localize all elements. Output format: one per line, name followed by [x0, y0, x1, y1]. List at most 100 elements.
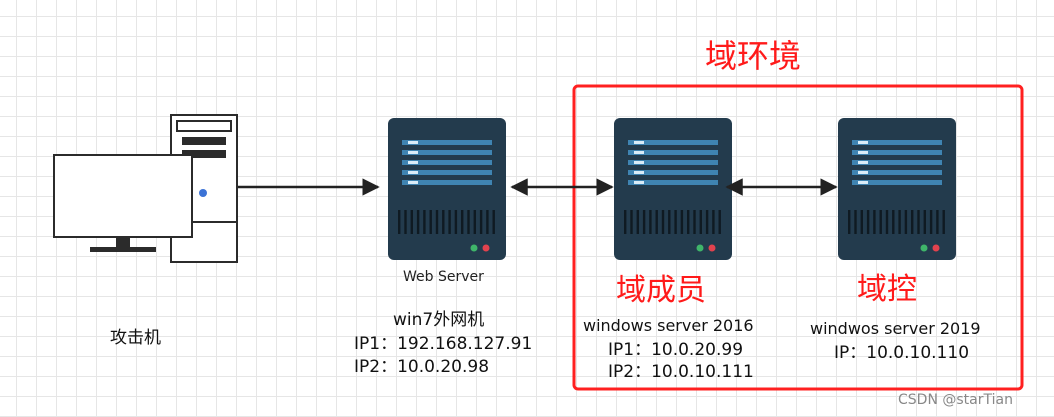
- server-vent: [911, 210, 914, 234]
- server-stripe: [628, 160, 718, 165]
- webserver-role-label: Web Server: [403, 269, 484, 285]
- server-vent: [435, 210, 439, 234]
- server-vent: [693, 210, 696, 234]
- server-vent: [668, 210, 671, 234]
- server-stripe-led: [634, 171, 644, 174]
- attacker-caption: 攻击机: [110, 328, 161, 348]
- server-stripe-led: [408, 141, 418, 144]
- server-stripe-led: [634, 141, 644, 144]
- server-vent: [410, 210, 413, 234]
- server-vent: [712, 210, 715, 234]
- server-stripe-led: [634, 151, 644, 154]
- server-vent: [492, 210, 495, 234]
- webserver-ip1-label: IP1：192.168.127.91: [354, 334, 533, 354]
- domain-boundary-box: [572, 84, 1024, 391]
- server-stripe: [402, 140, 492, 145]
- server-led-red: [708, 244, 716, 252]
- server-stripe: [628, 140, 718, 145]
- server-led-green: [696, 244, 704, 252]
- dc-role-label: 域控: [857, 272, 917, 307]
- server-vent: [866, 210, 870, 234]
- server-stripe: [852, 180, 942, 185]
- server-vent: [680, 210, 684, 234]
- dc-ip-label: IP：10.0.10.110: [834, 343, 970, 363]
- server-stripe: [852, 150, 942, 155]
- server-stripe: [852, 140, 942, 145]
- server-stripe-led: [858, 161, 868, 164]
- server-vent: [885, 210, 889, 234]
- server-stripe-led: [858, 181, 868, 184]
- server-stripe: [852, 160, 942, 165]
- server-vent: [429, 210, 432, 234]
- watermark: CSDN @starTian: [898, 392, 1013, 408]
- server-vent: [848, 210, 851, 234]
- server-vent: [860, 210, 863, 234]
- server-vent: [661, 210, 665, 234]
- server-vent: [630, 210, 633, 234]
- server-stripe: [402, 150, 492, 155]
- server-vent: [718, 210, 721, 234]
- server-led-green: [920, 244, 928, 252]
- server-vent: [416, 210, 420, 234]
- server-vent: [473, 210, 476, 234]
- server-vent: [486, 210, 489, 234]
- server-stripe-led: [408, 151, 418, 154]
- server-led-red: [932, 244, 940, 252]
- server-body: [838, 118, 956, 260]
- server-stripe-led: [634, 181, 644, 184]
- server-stripe-led: [408, 181, 418, 184]
- server-stripe: [402, 170, 492, 175]
- server-vent: [454, 210, 458, 234]
- server-vent: [479, 210, 483, 234]
- server-vent: [649, 210, 652, 234]
- server-vent: [892, 210, 895, 234]
- server-vent: [398, 210, 401, 234]
- server-stripe-led: [858, 151, 868, 154]
- server-vent: [929, 210, 933, 234]
- server-stripe-led: [858, 171, 868, 174]
- server-stripe: [628, 170, 718, 175]
- server-vent: [448, 210, 451, 234]
- server-stripe-led: [408, 161, 418, 164]
- server-stripe-led: [858, 141, 868, 144]
- member-ip2-label: IP2：10.0.10.111: [608, 362, 754, 382]
- server-vent: [699, 210, 702, 234]
- server-vent: [898, 210, 901, 234]
- server-icon: [614, 118, 732, 260]
- server-stripe: [628, 180, 718, 185]
- server-led-green: [470, 244, 478, 252]
- domain-title: 域环境: [705, 37, 802, 75]
- server-vent: [461, 210, 464, 234]
- dc-os-label: windwos server 2019: [810, 319, 981, 338]
- server-vent: [423, 210, 426, 234]
- server-body: [614, 118, 732, 260]
- server-vent: [854, 210, 857, 234]
- server-vent: [904, 210, 908, 234]
- server-stripe: [402, 180, 492, 185]
- server-vent: [705, 210, 709, 234]
- server-vent: [923, 210, 926, 234]
- server-vent: [642, 210, 646, 234]
- member-os-label: windows server 2016: [583, 316, 754, 335]
- server-vent: [655, 210, 658, 234]
- server-vent: [917, 210, 920, 234]
- member-ip1-label: IP1：10.0.20.99: [608, 340, 744, 360]
- server-vent: [879, 210, 882, 234]
- server-vent: [636, 210, 639, 234]
- server-icon: [388, 118, 506, 260]
- server-vent: [404, 210, 407, 234]
- server-vent: [442, 210, 445, 234]
- webserver-os-label: win7外网机: [393, 310, 485, 330]
- server-stripe: [852, 170, 942, 175]
- server-vent: [674, 210, 677, 234]
- server-vent: [942, 210, 945, 234]
- server-vent: [687, 210, 690, 234]
- server-led-red: [482, 244, 490, 252]
- server-stripe: [402, 160, 492, 165]
- server-body: [388, 118, 506, 260]
- server-vent: [936, 210, 939, 234]
- server-stripe-led: [408, 171, 418, 174]
- server-stripe-led: [634, 161, 644, 164]
- desktop-computer-icon: [53, 114, 238, 263]
